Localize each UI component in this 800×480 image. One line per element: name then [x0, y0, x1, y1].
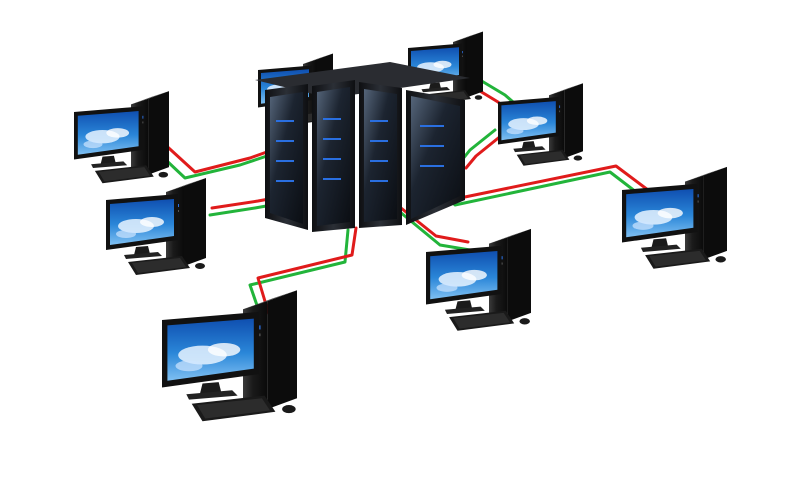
- rack-status-leds: [276, 118, 444, 182]
- rack-cabinet-2: [312, 80, 355, 232]
- rack-cabinet-3: [359, 82, 402, 228]
- server-rack: [255, 62, 470, 232]
- cable-pair-bottom-left: [248, 226, 358, 322]
- rack-cabinet-1: [265, 84, 308, 230]
